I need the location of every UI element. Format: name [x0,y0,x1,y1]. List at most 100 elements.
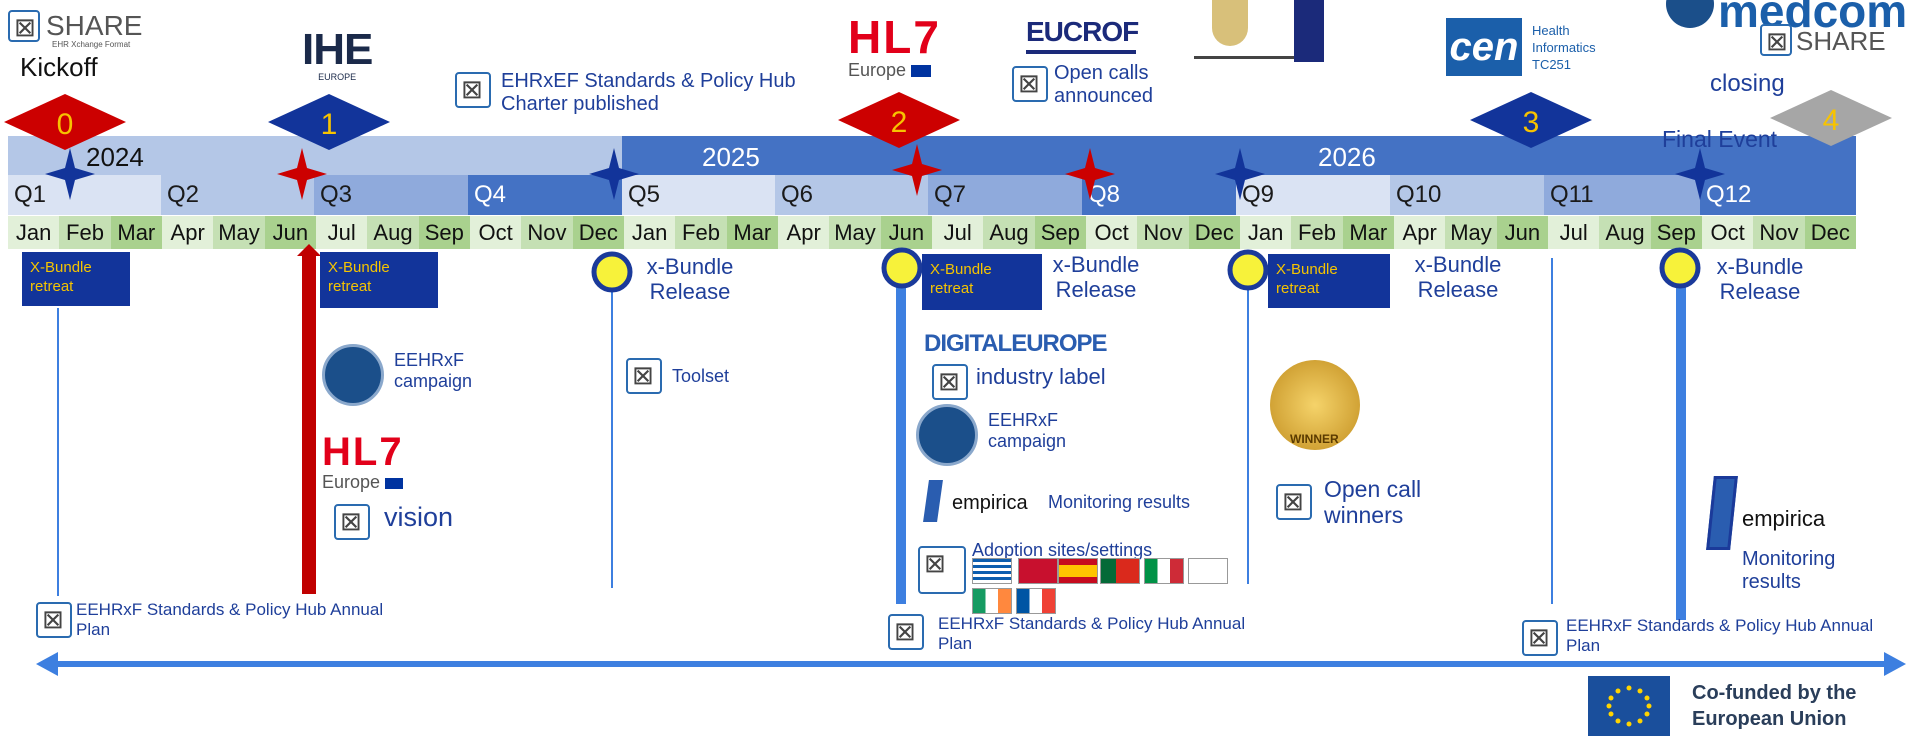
month-cell: Dec [572,216,624,249]
bundle-retreat-1: X-Bundle retreat [22,252,130,306]
year-2026: 2026 [1318,142,1376,172]
open-calls-text: Open calls announced [1054,62,1153,107]
share-logo-sub: EHR Xchange Format [52,40,131,49]
month-cell: Jan [8,216,60,249]
winner-trophy-icon [1270,360,1360,450]
medcom-logo-text: medcom [1718,0,1908,37]
share-icon [626,358,662,394]
share-icon [932,364,968,400]
month-cell: Mar [726,216,778,249]
monitoring-results-2: Monitoring results [1742,548,1836,593]
ecosystem-badge [322,344,384,406]
hl7-logo-top: HL7 Europe [848,14,941,80]
milestone-4-number: 4 [1822,104,1840,137]
bundle-release-1: x-Bundle Release [646,254,734,305]
share-logo-left: SHARE EHR Xchange Format [8,8,153,52]
share-icon [1276,484,1312,520]
month-cell: Aug [367,216,419,249]
cen-logo: cen [1446,18,1522,76]
annual-plan-1: EEHRxF Standards & Policy Hub Annual Pla… [76,600,384,639]
share-logo-right: SHARE [1760,22,1910,66]
month-cell: Jul [932,216,984,249]
eu-flag-icon [1588,676,1670,736]
flag-italy [1144,558,1184,584]
month-cell: Jan [624,216,676,249]
hl7-logo-mid: HL7 Europe [322,432,404,492]
ihe-logo-text: IHE [302,25,373,74]
month-cell: Sep [1650,216,1702,249]
month-cell: Mar [1342,216,1394,249]
month-cell: Mar [110,216,162,249]
winner-badge-text: WINNER [1290,432,1339,446]
year-band-2026 [1236,136,1856,178]
toolset-label: Toolset [672,366,730,386]
bundle-retreat-4: X-Bundle retreat [1268,254,1390,308]
medcom-logo: medcom [1664,0,1920,40]
month-cell: Oct [1702,216,1754,249]
bundle-retreat-2: X-Bundle retreat [320,252,438,308]
charter-text: EHRxEF Standards & Policy Hub Charter pu… [501,70,796,115]
month-cell: Nov [521,216,573,249]
eu-funding-text: Co-funded by the European Union [1692,682,1857,730]
star-icon-jun25 [892,144,942,196]
month-cell: Feb [1291,216,1343,249]
month-cell: Oct [1086,216,1138,249]
quarter-q12: Q12 [1700,175,1856,215]
share-icon [334,504,370,540]
month-cell: Apr [1394,216,1446,249]
adoption-sites-label: Adoption sites/settings [972,540,1153,560]
month-cell: Sep [1034,216,1086,249]
flag-cyprus [1188,558,1228,584]
digitaleurope-logo: DIGITALEUROPE [924,330,1108,357]
month-cell: Jan [1240,216,1292,249]
ihe-logo-sub: EUROPE [318,72,357,82]
month-cell: Dec [1188,216,1240,249]
flag-spain [1058,558,1098,584]
eucrof-logo-text: EUCROF [1026,16,1139,47]
star-icon-q1 [45,148,95,200]
month-cell: Jun [264,216,316,249]
star-icon-sep25 [1065,148,1115,200]
milestone-3-number: 3 [1522,106,1540,139]
bundle-retreat-3: X-Bundle retreat [922,254,1042,310]
month-cell: Dec [1804,216,1856,249]
flag-greece [972,558,1012,584]
industry-label: industry label [976,364,1106,389]
month-cell: Jun [880,216,932,249]
bundle-release-3: x-Bundle Release [1414,252,1502,303]
milestone-0-number: 0 [56,108,74,141]
share-logo-text: SHARE [46,10,143,41]
month-cell: Apr [162,216,214,249]
month-cell: Sep [418,216,470,249]
hl7-logo-mid-text: HL7 [322,430,404,474]
milestone-1-number: 1 [320,108,338,141]
share-icon [1012,66,1048,102]
quarter-q2: Q2 [161,175,314,215]
share-icon [36,602,72,638]
hl7-logo-sub: Europe [848,60,941,80]
empirica-logo-1: empirica [952,492,1028,514]
kickoff-label: Kickoff [20,52,98,82]
ecosystem-badge-2 [916,404,978,466]
month-cell: Oct [470,216,522,249]
flag-denmark [1018,558,1058,584]
milestone-2-number: 2 [890,106,908,139]
flag-france [1016,588,1056,614]
ihe-logo: IHE EUROPE [302,25,373,83]
milestone-1: 1 [268,94,390,150]
star-icon-sep26 [1675,148,1725,200]
star-icon-dec24 [589,148,639,200]
quarter-q9: Q9 [1236,175,1390,215]
quarter-q7: Q7 [928,175,1082,215]
milestone-2: 2 [838,92,960,148]
share-icon [1760,24,1792,57]
milestone-3: 3 [1470,92,1592,148]
month-cell: May [829,216,881,249]
quarter-q10: Q10 [1390,175,1544,215]
vision-label: vision [384,502,454,532]
share-icon [8,10,40,43]
eucrof-logo: EUCROF [1026,16,1139,54]
month-cell: May [1445,216,1497,249]
